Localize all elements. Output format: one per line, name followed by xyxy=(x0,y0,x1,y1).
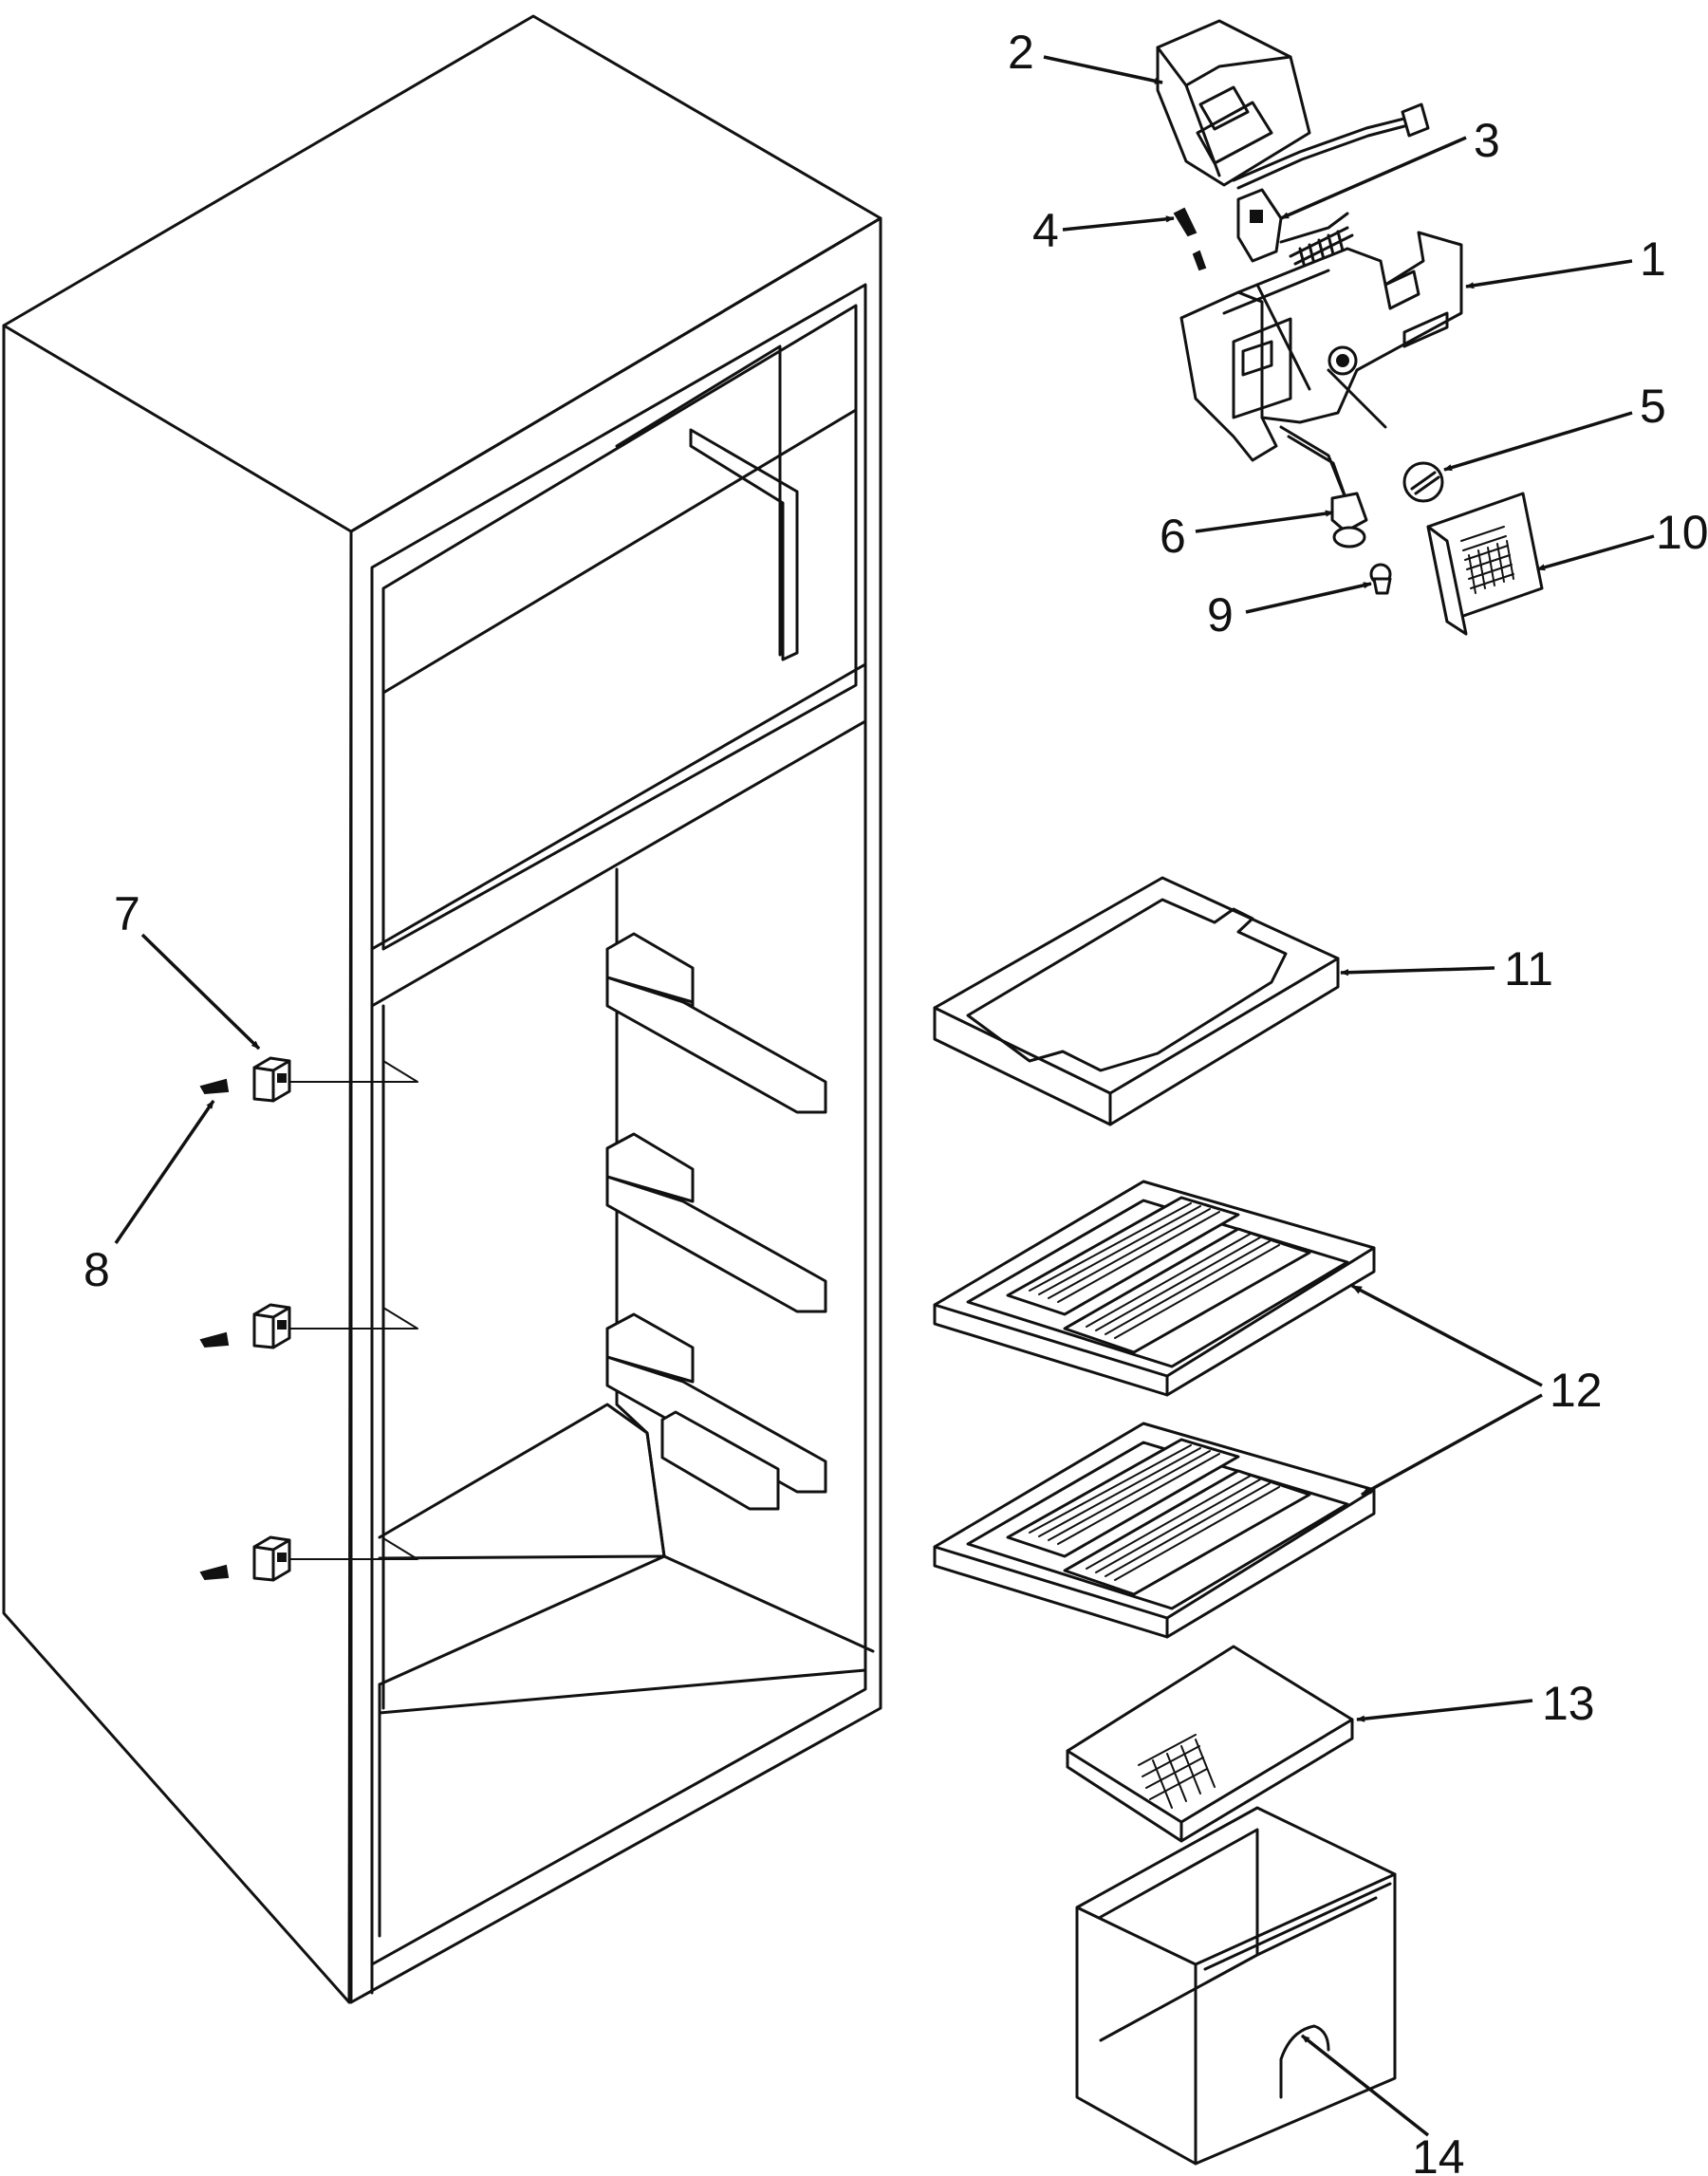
callout-labels: 1 2 3 4 5 6 7 8 9 10 11 12 13 14 xyxy=(84,26,1708,2176)
callout-10: 10 xyxy=(1656,506,1708,559)
thermostat xyxy=(1236,188,1349,263)
crisper-pan xyxy=(1075,1806,1397,2166)
shelf-rail xyxy=(605,932,827,1114)
crisper-cover xyxy=(1066,1645,1354,1843)
callout-13: 13 xyxy=(1542,1677,1595,1730)
control-screw xyxy=(1192,250,1207,271)
shelf-rail xyxy=(605,1312,827,1511)
leader-lines xyxy=(114,55,1655,2137)
screw xyxy=(199,1564,230,1581)
freezer-shelf-lower xyxy=(933,1422,1376,1639)
door-stop-pin xyxy=(252,1535,291,1582)
callout-1: 1 xyxy=(1640,232,1666,286)
control-knob xyxy=(1402,461,1444,503)
callout-6: 6 xyxy=(1160,510,1186,563)
callout-12: 12 xyxy=(1550,1364,1603,1417)
callout-9: 9 xyxy=(1207,588,1234,642)
callout-11: 11 xyxy=(1504,942,1553,995)
callout-14: 14 xyxy=(1412,2130,1465,2176)
light-shield xyxy=(1426,492,1544,636)
callout-3: 3 xyxy=(1474,114,1500,167)
freezer-tray xyxy=(933,876,1340,1126)
control-cover xyxy=(1156,19,1311,187)
screw xyxy=(199,1078,230,1095)
control-housing xyxy=(1179,231,1463,462)
callout-8: 8 xyxy=(84,1243,110,1296)
light-socket xyxy=(1279,425,1368,549)
callout-2: 2 xyxy=(1008,26,1034,79)
callout-5: 5 xyxy=(1640,380,1666,433)
callout-7: 7 xyxy=(114,887,140,940)
wire-harness xyxy=(1232,102,1430,190)
control-screw xyxy=(1173,207,1197,237)
callout-4: 4 xyxy=(1032,204,1059,257)
freezer-shelf-upper xyxy=(933,1180,1376,1397)
sensor-coil xyxy=(1289,226,1354,270)
door-stop-pin xyxy=(252,1303,291,1349)
shelf-rail xyxy=(605,1132,827,1313)
refrigerator-cabinet xyxy=(2,14,882,2004)
door-stop-pin xyxy=(252,1056,291,1103)
screw xyxy=(199,1331,230,1348)
light-bulb xyxy=(1369,563,1392,595)
